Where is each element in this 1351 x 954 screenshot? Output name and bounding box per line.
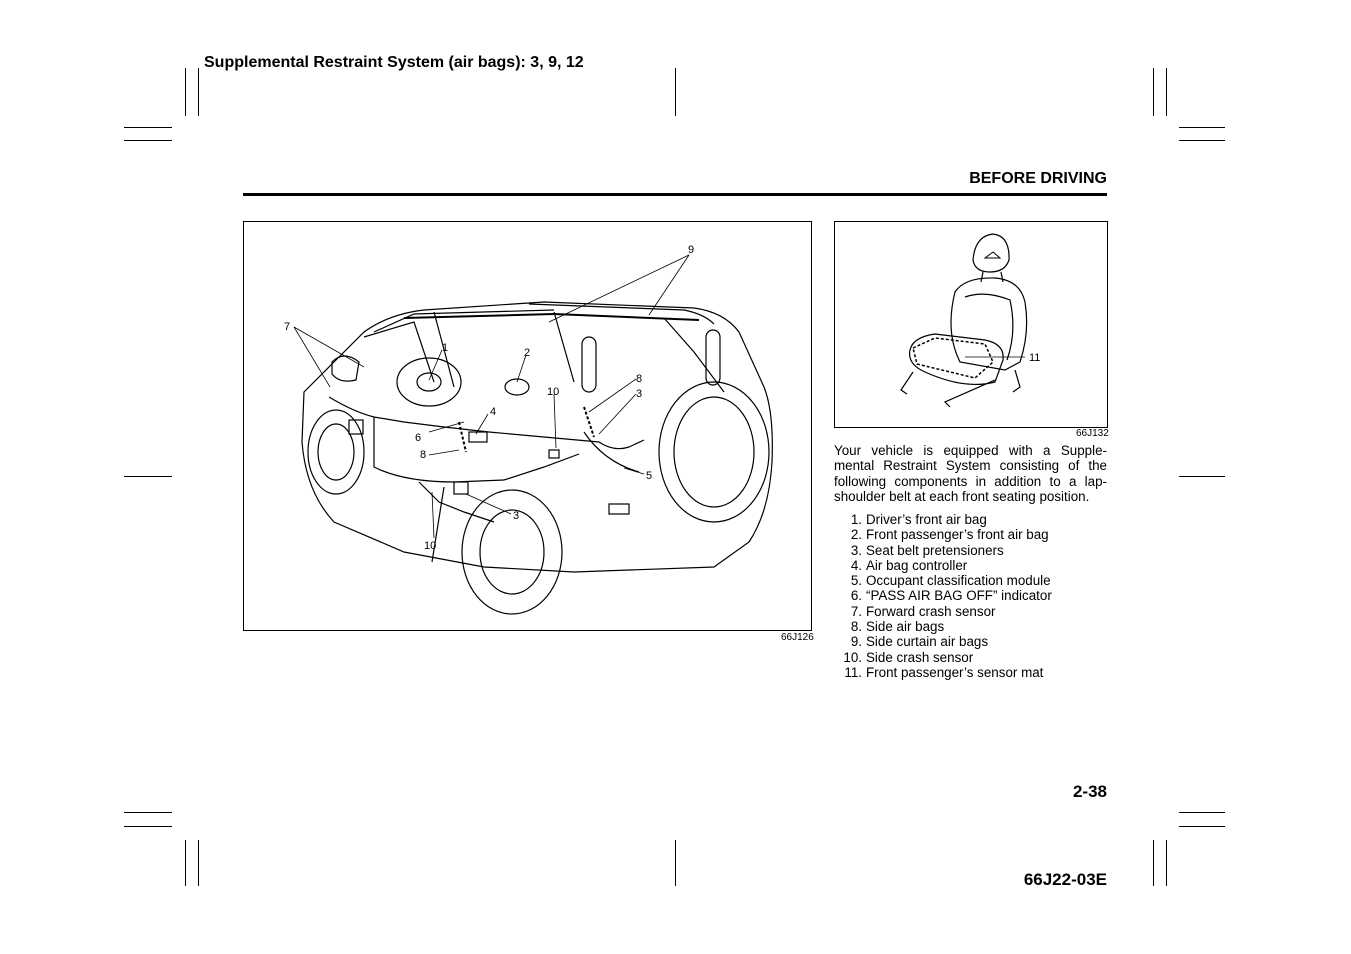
callout-6: 6 xyxy=(415,432,421,444)
callout-7: 7 xyxy=(284,321,290,333)
list-item: 10.Side crash sensor xyxy=(843,649,974,665)
callout-3-right: 3 xyxy=(636,388,642,400)
list-item: 3.Seat belt pretensioners xyxy=(850,542,1004,558)
callout-5: 5 xyxy=(646,470,652,482)
callout-10-lower: 10 xyxy=(424,540,436,552)
list-item: 8.Side air bags xyxy=(850,619,945,635)
list-item: 11.Front passenger’s sensor mat xyxy=(844,664,1044,680)
components-list: 1.Driver’s front air bag 2.Front passeng… xyxy=(834,512,1107,680)
header-title: Supplemental Restraint System (air bags)… xyxy=(204,54,584,71)
vehicle-airbag-figure: 9 7 1 2 10 8 3 4 6 8 5 3 10 xyxy=(243,221,812,631)
callout-9: 9 xyxy=(688,244,694,256)
list-item: 4.Air bag controller xyxy=(850,557,968,573)
callout-4: 4 xyxy=(490,406,496,418)
callout-1: 1 xyxy=(442,342,448,354)
list-item: 1.Driver’s front air bag xyxy=(850,512,987,527)
figure-right-code: 66J132 xyxy=(1076,428,1109,439)
vehicle-illustration: 9 7 1 2 10 8 3 4 6 8 5 3 10 xyxy=(284,244,773,615)
page-number: 2-38 xyxy=(1072,782,1107,801)
callout-3-lower: 3 xyxy=(513,510,519,522)
callout-8-right: 8 xyxy=(636,373,642,385)
list-item: 7.Forward crash sensor xyxy=(850,603,996,619)
callout-11: 11 xyxy=(1029,352,1040,364)
seat-sensor-figure: 11 xyxy=(834,221,1108,428)
callout-2: 2 xyxy=(524,347,530,359)
document-code: 66J22-03E xyxy=(1023,870,1107,889)
section-title: BEFORE DRIVING xyxy=(969,170,1107,187)
callout-10-upper: 10 xyxy=(547,386,559,398)
callout-8-left: 8 xyxy=(420,449,426,461)
list-item: 9.Side curtain air bags xyxy=(850,634,989,650)
figure-left-code: 66J126 xyxy=(781,632,814,643)
seat-illustration: 11 xyxy=(900,233,1040,408)
list-item: 6.“PASS AIR BAG OFF” indicator xyxy=(850,588,1052,604)
sensor-mat-outline xyxy=(912,337,994,379)
intro-paragraph: Your vehicle is equipped with a Supple-m… xyxy=(834,443,1107,505)
list-item: 2.Front passenger’s front air bag xyxy=(850,527,1049,543)
list-item: 5.Occupant classification module xyxy=(850,573,1051,589)
header-rule xyxy=(243,193,1107,196)
